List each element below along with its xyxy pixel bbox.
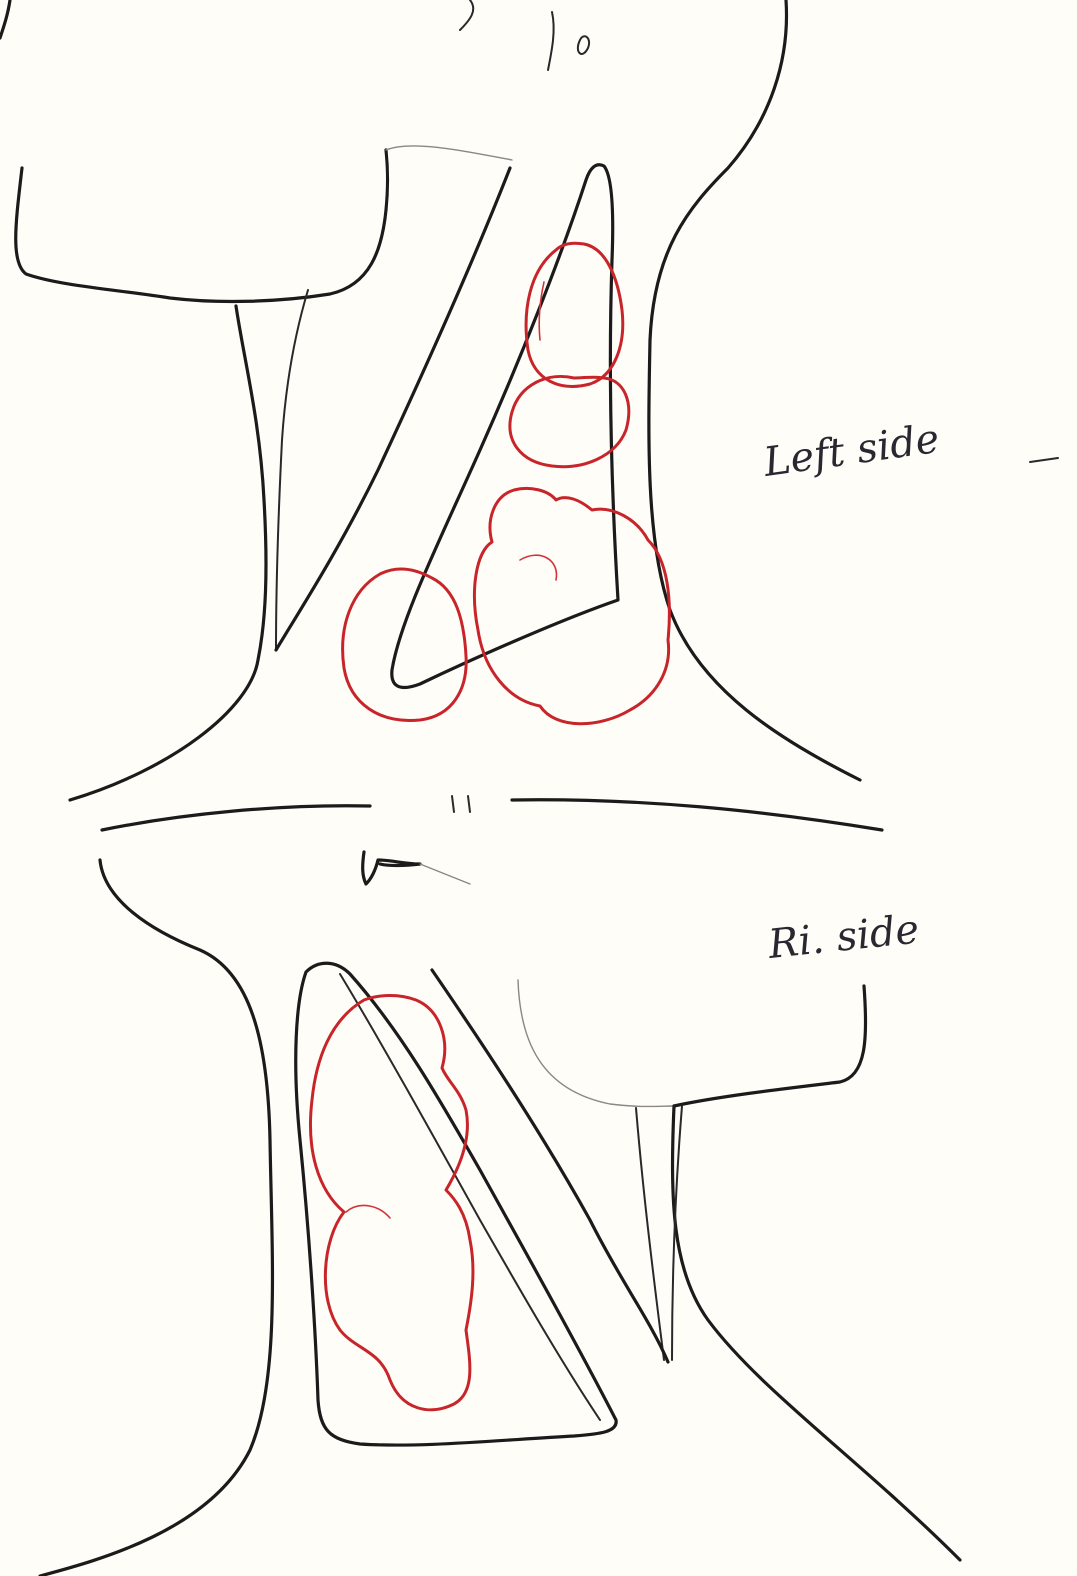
lymph-node-upper-1 [526, 243, 623, 386]
top-fragment-hook [548, 12, 589, 70]
shoulder-line-right [512, 800, 882, 830]
jaw-outline [16, 150, 388, 301]
jaw-faint-line-lower [518, 980, 674, 1107]
neck-outline-right [649, 0, 860, 780]
lymph-node-upper-3-inner [520, 555, 557, 580]
inner-strap-line [276, 290, 308, 650]
neck-outline-right-lower [673, 1106, 960, 1560]
top-edge-stroke [0, 0, 10, 38]
lymph-node-lower-1-inner [346, 1205, 390, 1218]
jaw-faint-line [386, 146, 512, 160]
top-fragment-curl [460, 0, 473, 30]
center-mark-trail [420, 864, 470, 884]
divider-figure [102, 796, 882, 884]
lymph-node-upper-1-inner [539, 282, 544, 340]
left-side-label: Left side [760, 416, 942, 486]
shoulder-line-left [102, 806, 370, 830]
lymph-node-lower-1 [310, 996, 472, 1410]
middle-tick-marks [452, 796, 470, 812]
left-side-label-dash [1030, 458, 1058, 462]
right-side-label: Ri. side [765, 906, 921, 968]
inner-strap-line-lower [636, 1108, 664, 1360]
neck-outline-left [70, 306, 266, 800]
muscle-front-edge-lower [432, 970, 668, 1362]
lymph-node-upper-4 [343, 569, 467, 720]
center-mark [363, 852, 420, 884]
neck-outline-left-lower [40, 860, 272, 1576]
right-side-figure [40, 860, 960, 1576]
left-side-figure [0, 0, 860, 800]
lymph-node-upper-3 [474, 488, 669, 723]
jaw-outline-lower [674, 986, 866, 1106]
